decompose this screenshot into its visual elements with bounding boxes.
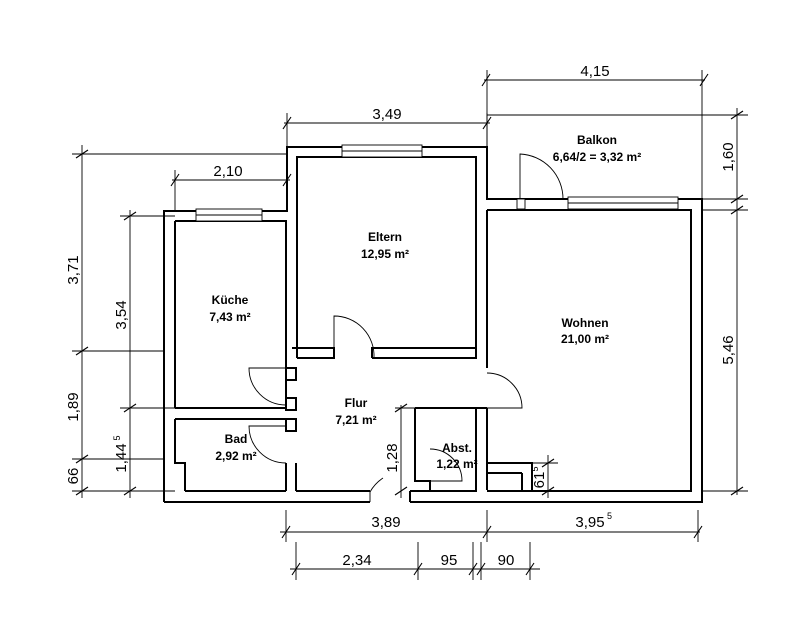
dim-top-kueche: 2,10: [213, 163, 242, 180]
dim-top-balkon: 4,15: [580, 63, 609, 80]
room-area-bad: 2,92 m²: [215, 449, 256, 463]
room-name-kueche: Küche: [212, 293, 249, 307]
room-name-bad: Bad: [225, 432, 248, 446]
room-area-flur: 7,21 m²: [335, 413, 376, 427]
eltern-bottom-left: [292, 347, 335, 359]
door-wohnen: [486, 372, 523, 409]
dim-bottom-right-sup: 5: [607, 511, 612, 521]
doors: [248, 153, 564, 502]
dim-right-balkon: 1,60: [720, 142, 737, 171]
dim-left-kueche: 3,54: [113, 300, 130, 329]
dim-wohnen-small-sup: 5: [530, 466, 540, 471]
room-labels: Balkon 6,64/2 = 3,32 m² Eltern 12,95 m² …: [209, 133, 641, 471]
balcony-door-jamb: [516, 198, 526, 210]
wohnen-builtin: [487, 462, 533, 491]
wohnen-inner: [487, 209, 692, 492]
dim-left-bottom: 66: [65, 468, 82, 485]
dim-bottom-seg3: 90: [498, 552, 515, 569]
door-kueche: [248, 367, 287, 406]
door-bad: [248, 425, 287, 464]
room-name-flur: Flur: [345, 396, 368, 410]
door-entry: [369, 477, 384, 502]
room-area-balkon: 6,64/2 = 3,32 m²: [553, 150, 641, 164]
door-abst: [429, 448, 463, 482]
dim-wohnen-small: 61: [531, 472, 548, 489]
dim-left-bad: 1,44: [113, 443, 130, 472]
eltern-bottom-right: [371, 347, 477, 359]
dim-bottom-left-total: 3,89: [371, 514, 400, 531]
room-name-abst: Abst.: [442, 441, 472, 455]
room-area-wohnen: 21,00 m²: [561, 332, 609, 346]
door-eltern: [333, 315, 375, 359]
room-area-eltern: 12,95 m²: [361, 247, 409, 261]
room-area-kueche: 7,43 m²: [209, 310, 250, 324]
windows: [195, 144, 679, 222]
dim-bottom-seg2: 95: [441, 552, 458, 569]
dimension-labels: 4,15 3,49 2,10 1,60 5,46 3,71 1,89 66 3,…: [65, 63, 737, 569]
room-name-wohnen: Wohnen: [561, 316, 608, 330]
room-area-abst: 1,22 m²: [436, 457, 477, 471]
room-name-balkon: Balkon: [577, 133, 617, 147]
dim-right-wohnen: 5,46: [720, 335, 737, 364]
kueche-door-jamb-bottom: [285, 397, 297, 411]
dim-left-bad-sup: 5: [112, 435, 122, 440]
bad-inner: [174, 419, 186, 491]
dim-bottom-seg1: 2,34: [342, 552, 371, 569]
room-name-eltern: Eltern: [368, 230, 402, 244]
dim-bottom-right-total: 3,95: [575, 514, 604, 531]
door-balkon: [519, 153, 564, 200]
dim-left-total-upper: 3,71: [65, 255, 82, 284]
balcony: [486, 114, 703, 210]
dim-left-flur: 1,89: [65, 392, 82, 421]
dim-top-eltern: 3,49: [372, 106, 401, 123]
kueche-door-jamb-top: [285, 367, 297, 381]
balcony-outline: [486, 114, 703, 199]
dimension-lines: [72, 70, 748, 580]
dim-abst: 1,28: [384, 443, 401, 472]
bad-door-jamb-top: [285, 418, 297, 432]
